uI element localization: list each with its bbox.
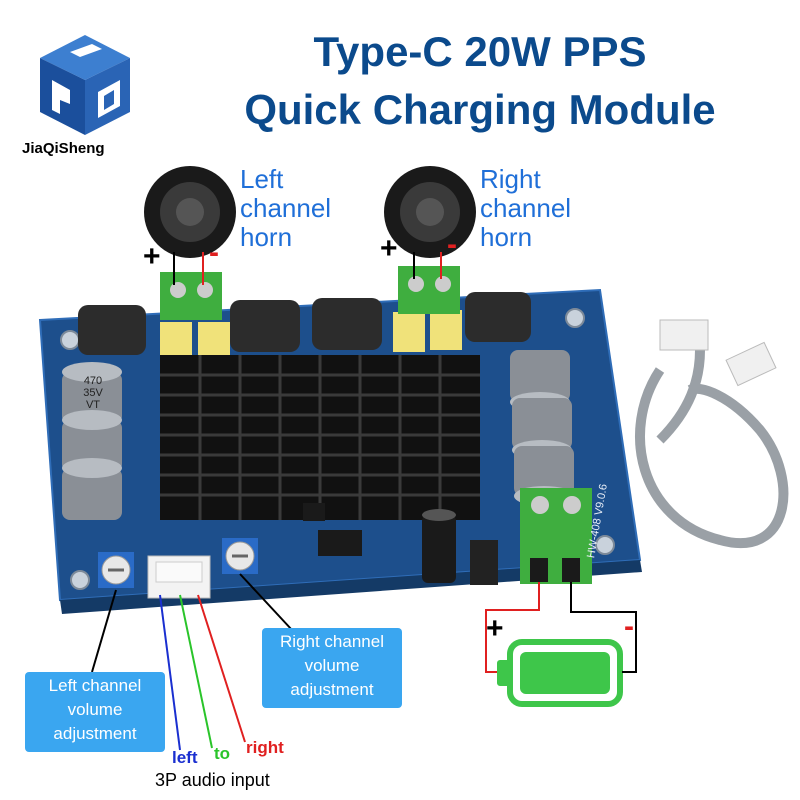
right-volume-callout: Right channel volume adjustment: [262, 628, 402, 708]
brand-name: JiaQiSheng: [22, 140, 105, 157]
right-volume-potentiometer: [222, 538, 258, 574]
inductor: [230, 300, 300, 352]
audio-input-caption: 3P audio input: [155, 770, 270, 790]
audio-left-label: left: [172, 748, 198, 767]
electrolytic-capacitor-left-1: [62, 362, 122, 424]
left-plus-sign: +: [143, 240, 161, 273]
mounting-hole: [565, 308, 585, 328]
small-capacitor: [422, 515, 456, 583]
right-speaker-terminal: [398, 266, 460, 314]
left-channel-horn-label: Left channel horn: [240, 164, 332, 252]
brand-logo: [30, 30, 140, 140]
audio-right-label: right: [246, 738, 284, 757]
mounting-hole: [70, 570, 90, 590]
left-minus-sign: -: [209, 236, 219, 269]
ic-chip: [318, 530, 362, 556]
mounting-hole: [595, 535, 615, 555]
diode: [470, 540, 498, 585]
inductor: [312, 298, 382, 350]
page-title-line2: Quick Charging Module: [244, 86, 716, 133]
battery-plus-sign: +: [486, 612, 504, 645]
mounting-hole: [60, 330, 80, 350]
electrolytic-capacitor-left-2: [62, 410, 122, 472]
audio-cable: [635, 349, 789, 548]
left-speaker-icon: [144, 166, 236, 258]
right-channel-horn-label: Right channel horn: [480, 164, 572, 252]
film-capacitor: [430, 310, 462, 350]
power-terminal: [520, 488, 592, 584]
right-minus-sign: -: [447, 228, 457, 261]
ic-chip: [303, 503, 325, 521]
left-speaker-terminal: [160, 272, 222, 320]
left-volume-potentiometer: [98, 552, 134, 588]
page-title-line1: Type-C 20W PPS: [313, 28, 647, 75]
cable-connector: [725, 341, 777, 387]
right-plus-sign: +: [380, 232, 398, 265]
cable-connector: [659, 319, 709, 351]
electrolytic-capacitor-left-3: [62, 458, 122, 520]
inductor: [465, 292, 531, 342]
left-volume-callout: Left channel volume adjustment: [25, 672, 165, 752]
battery-minus-sign: -: [624, 610, 634, 643]
inductor: [78, 305, 146, 355]
audio-to-label: to: [214, 744, 231, 763]
battery-icon: [497, 639, 623, 707]
film-capacitor: [393, 312, 425, 352]
right-speaker-icon: [384, 166, 476, 258]
logo-cube-icon: [40, 35, 130, 135]
